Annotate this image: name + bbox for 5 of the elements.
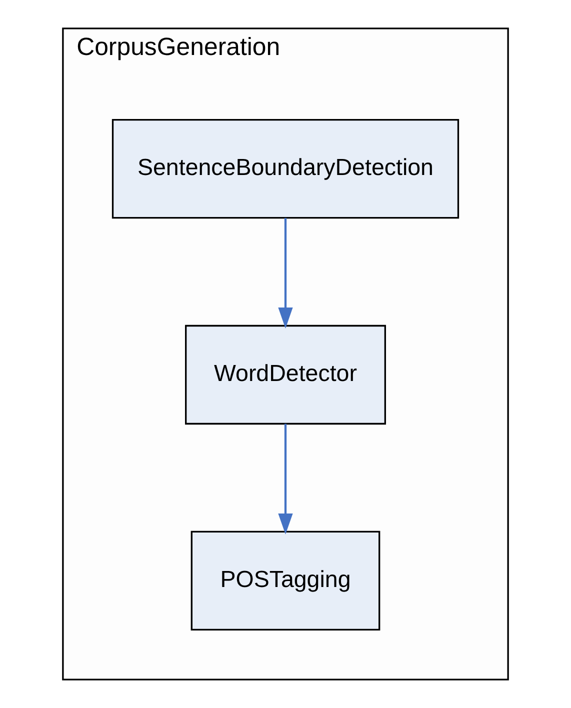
node-box: WordDetector <box>185 324 386 425</box>
node-box: POSTagging <box>190 530 380 631</box>
node-box: SentenceBoundaryDetection <box>112 118 460 219</box>
arrow <box>278 424 293 534</box>
arrow <box>278 218 293 328</box>
